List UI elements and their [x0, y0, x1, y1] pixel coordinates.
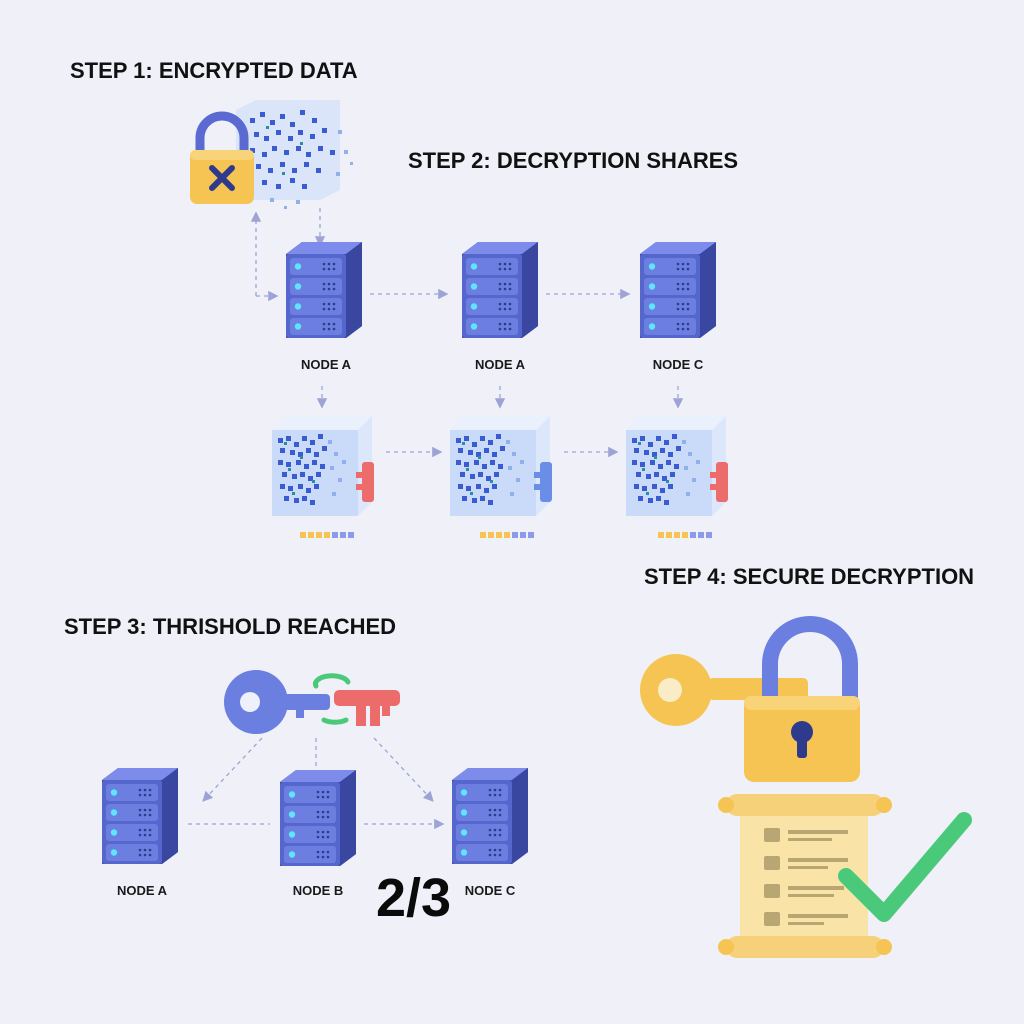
flow-arrow — [373, 737, 434, 802]
server-icon — [280, 770, 356, 866]
share-bar — [480, 532, 534, 538]
server-icon — [462, 242, 538, 338]
server-icon — [102, 768, 178, 864]
key-icon — [224, 670, 330, 734]
node-label: NODE A — [117, 883, 168, 898]
server-icon — [640, 242, 716, 338]
threshold-ratio: 2/3 — [376, 868, 451, 928]
node-label: NODE B — [293, 883, 344, 898]
scroll-icon — [718, 794, 892, 958]
key-icon — [640, 654, 808, 726]
step4-title: STEP 4: SECURE DECRYPTION — [644, 564, 974, 589]
node-label: NODE C — [653, 357, 704, 372]
server-icon — [286, 242, 362, 338]
check-icon — [838, 812, 972, 922]
step3-title: STEP 3: THRISHOLD REACHED — [64, 614, 396, 639]
share-bar — [658, 532, 712, 538]
node-label: NODE C — [465, 883, 516, 898]
link-arc — [313, 673, 351, 689]
flow-arrow — [202, 737, 263, 802]
node-label: NODE A — [301, 357, 352, 372]
data-cube-icon — [450, 416, 550, 516]
node-label: NODE A — [475, 357, 526, 372]
server-icon — [452, 768, 528, 864]
encrypted-data-cube — [236, 100, 353, 209]
padlock-icon — [744, 616, 860, 782]
link-arc — [321, 717, 349, 725]
share-bar — [300, 532, 354, 538]
data-cube-icon — [626, 416, 726, 516]
key-share-icon — [334, 690, 400, 726]
step1-title: STEP 1: ENCRYPTED DATA — [70, 58, 358, 83]
data-cube-icon — [272, 416, 372, 516]
lock-x-icon — [190, 111, 254, 204]
step2-title: STEP 2: DECRYPTION SHARES — [408, 148, 738, 173]
